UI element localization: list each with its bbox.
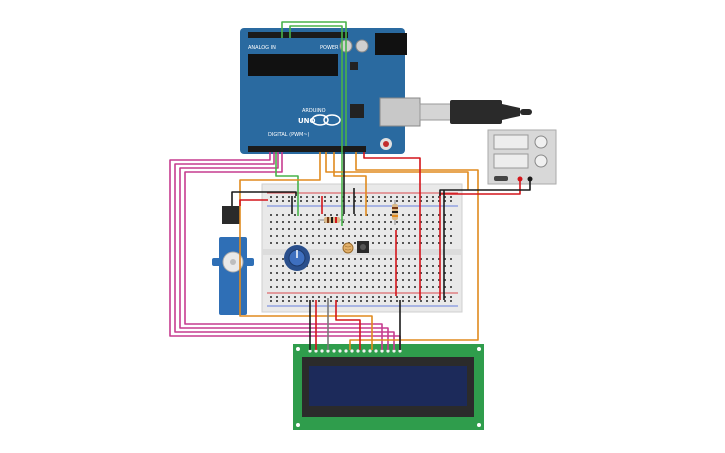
atmega-chip <box>248 54 338 76</box>
photoresistor[interactable] <box>342 242 354 254</box>
potentiometer[interactable] <box>284 245 310 271</box>
wire-red-7 <box>239 199 268 206</box>
servo-connector[interactable] <box>222 206 240 224</box>
wire-red-1 <box>363 152 421 300</box>
wires[interactable] <box>169 21 531 350</box>
digital-pins-label: DIGITAL (PWM~) <box>268 132 310 138</box>
lcd-16x2[interactable] <box>293 344 484 430</box>
power-switch[interactable] <box>494 176 508 181</box>
wire-green-3 <box>289 25 343 226</box>
power-display-1 <box>493 134 529 150</box>
power-display-2 <box>493 153 529 169</box>
lcd-screen <box>309 366 467 406</box>
power-analog-header[interactable] <box>248 146 366 152</box>
wire-magenta-3 <box>179 152 389 350</box>
wire-orange-4 <box>349 152 479 350</box>
push-button[interactable] <box>357 241 369 253</box>
voltage-knob[interactable] <box>534 135 548 149</box>
analog-label: ANALOG IN <box>248 45 276 51</box>
wire-orange-3 <box>333 152 367 216</box>
wire-black-2 <box>439 179 531 196</box>
wire-magenta-2 <box>174 152 395 350</box>
reset-button[interactable] <box>383 141 389 147</box>
wire-red-6 <box>335 300 361 350</box>
arduino-brand-label: ARDUINO <box>302 108 326 114</box>
wire-black-5 <box>231 191 297 206</box>
wire-orange-1 <box>239 152 373 350</box>
capacitor-2 <box>355 39 369 53</box>
wire-orange-2 <box>325 152 469 190</box>
power-jack <box>375 33 407 55</box>
arduino-uno-board[interactable]: UNO ARDUINO DIGITAL (PWM~) POWER ANALOG … <box>240 28 421 154</box>
lcd-pin-header[interactable] <box>308 349 402 353</box>
wire-magenta-4 <box>184 152 383 350</box>
arduino-logo: UNO ARDUINO <box>298 108 341 126</box>
power-supply[interactable] <box>487 129 557 185</box>
current-knob[interactable] <box>534 154 548 168</box>
digital-header[interactable] <box>248 32 348 38</box>
servo-motor[interactable] <box>212 206 254 315</box>
resistor-2[interactable] <box>392 200 398 225</box>
wire-green-1 <box>281 21 347 146</box>
resistor-1[interactable] <box>318 217 345 223</box>
usb-port <box>379 97 421 127</box>
wire-green-2 <box>275 152 299 216</box>
wire-red-2 <box>439 179 521 300</box>
power-label: POWER <box>320 45 339 51</box>
arduino-model-label: UNO <box>298 117 316 125</box>
usb-cable[interactable] <box>419 100 532 124</box>
